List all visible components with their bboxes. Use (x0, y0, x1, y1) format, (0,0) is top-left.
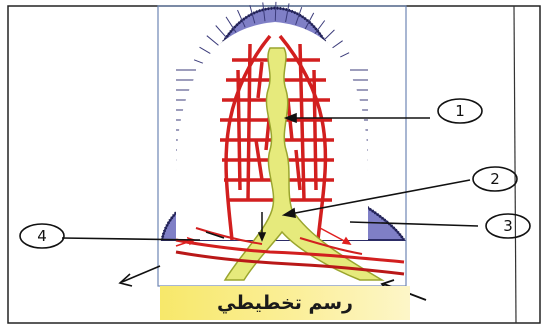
label-3: 3 (503, 217, 513, 235)
cell-boundary (275, 2, 276, 21)
label-1: 1 (455, 102, 465, 120)
diagram-caption: رسم تخطيطي (160, 286, 410, 320)
outgoing-arrow (120, 266, 160, 286)
label-4: 4 (37, 227, 47, 245)
label-2: 2 (490, 170, 500, 188)
cell-boundary (216, 25, 228, 39)
right-frame-line (514, 6, 516, 323)
